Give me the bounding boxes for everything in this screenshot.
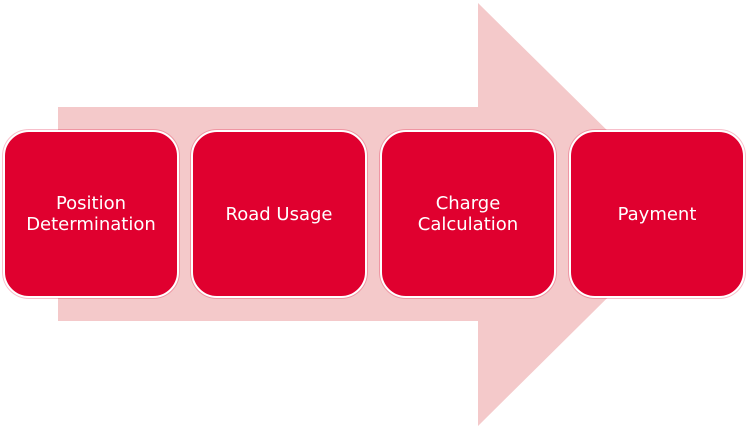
step-label: Charge Calculation (417, 193, 519, 235)
step-position-determination: Position Determination (3, 130, 179, 298)
step-payment: Payment (569, 130, 745, 298)
step-label: Position Determination (26, 193, 156, 235)
step-label: Road Usage (225, 203, 333, 225)
arrow-shape (58, 3, 692, 426)
step-charge-calculation: Charge Calculation (380, 130, 556, 298)
step-label: Payment (617, 203, 697, 225)
step-road-usage: Road Usage (191, 130, 367, 298)
